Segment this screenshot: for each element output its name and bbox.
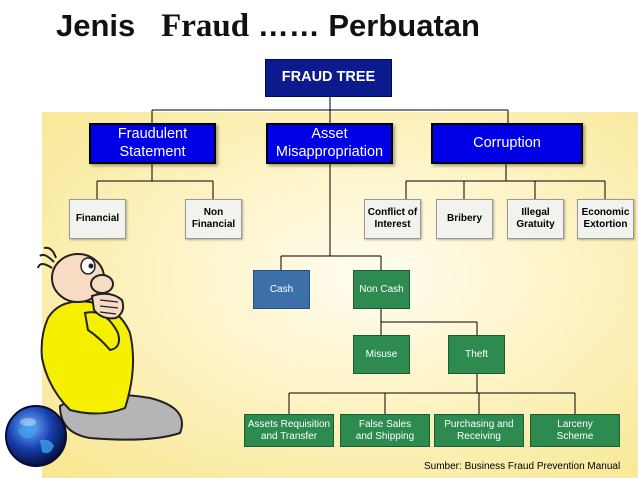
node-assets-requisition: Assets Requisition and Transfer [244, 414, 334, 447]
source-citation: Sumber: Business Fraud Prevention Manual [424, 461, 621, 472]
node-larceny-scheme: Larceny Scheme [530, 414, 620, 447]
node-conflict-of-interest: Conflict of Interest [364, 199, 421, 239]
node-non-cash: Non Cash [353, 270, 410, 309]
node-false-sales: False Sales and Shipping [340, 414, 430, 447]
node-purchasing-receiving: Purchasing and Receiving [434, 414, 524, 447]
page-title: Jenis Fraud …… Perbuatan [56, 4, 480, 48]
title-jenis: Jenis [56, 8, 136, 43]
category-asset-misappropriation: Asset Misappropriation [266, 123, 393, 164]
globe-icon [5, 405, 67, 467]
thinking-person-illustration [37, 246, 183, 441]
node-non-financial: Non Financial [185, 199, 242, 239]
node-cash: Cash [253, 270, 310, 309]
title-fraud: Fraud [161, 8, 250, 44]
node-financial: Financial [69, 199, 126, 239]
node-bribery: Bribery [436, 199, 493, 239]
title-perbuatan: …… Perbuatan [257, 8, 480, 43]
fraud-tree-root: FRAUD TREE [265, 59, 392, 97]
node-illegal-gratuity: Illegal Gratuity [507, 199, 564, 239]
node-theft: Theft [448, 335, 505, 374]
category-corruption: Corruption [431, 123, 583, 164]
node-misuse: Misuse [353, 335, 410, 374]
category-fraudulent-statement: Fraudulent Statement [89, 123, 216, 164]
node-economic-extortion: Economic Extortion [577, 199, 634, 239]
